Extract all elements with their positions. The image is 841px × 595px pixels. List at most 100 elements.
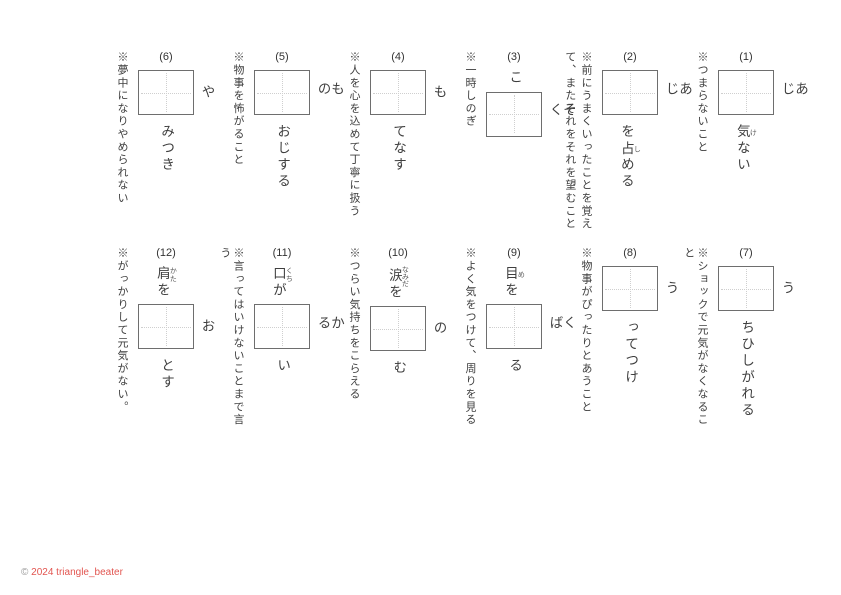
- answer-box-wrap: う: [718, 266, 795, 311]
- question-main-column: (7) う ちひしがれる: [708, 246, 795, 436]
- question-item: (8) う ってつけ ※物事がぴったりとあうこと: [556, 240, 679, 436]
- question-post-text: ちひしがれる: [739, 320, 755, 419]
- question-main-column: (12) 肩かたを お とす: [128, 246, 215, 436]
- answer-furigana: も: [431, 84, 447, 101]
- answer-box[interactable]: [254, 304, 310, 349]
- question-number: (4): [391, 51, 405, 63]
- question-post-text: ってつけ: [623, 320, 639, 386]
- question-hints: ※言ってはいけないことまで言う: [215, 247, 244, 436]
- worksheet-row-1: (1) あじ 気けない ※つまらないこと (2) あじ を占しめる ※前にうまく…: [92, 44, 808, 240]
- answer-box-wrap: あじ: [602, 70, 692, 115]
- question-hints: ※一時しのぎ: [460, 51, 476, 240]
- question-hint: ※人を心を込めて丁寧に扱う: [348, 51, 360, 218]
- question-post-text: む: [391, 360, 407, 377]
- question-pre-text: 涙なみだを: [386, 266, 410, 302]
- question-item: (5) もの おじする ※物事を怖がること: [208, 44, 344, 240]
- question-number: (2): [623, 51, 637, 63]
- answer-box-wrap: う: [602, 266, 679, 311]
- question-post-text: とす: [159, 358, 175, 391]
- answer-furigana: う: [663, 280, 679, 297]
- question-hints: ※がっかりして元気がない。: [112, 247, 128, 436]
- question-hint: ※物事を怖がること: [232, 51, 244, 167]
- answer-furigana: あじ: [779, 81, 809, 98]
- question-number: (8): [623, 247, 637, 259]
- question-hints: ※よく気をつけて、周りを見る: [460, 247, 476, 436]
- copyright-text: 2024 triangle_beater: [31, 567, 123, 578]
- question-hints: ※物事がぴったりとあうこと: [576, 247, 592, 436]
- answer-furigana: あじ: [663, 81, 693, 98]
- question-main-column: (1) あじ 気けない: [708, 50, 808, 240]
- question-hint: ※一時しのぎ: [464, 51, 476, 128]
- question-pre-text: こ: [507, 70, 523, 87]
- question-pre-text: 口くちが: [270, 266, 294, 299]
- question-number: (7): [739, 247, 753, 259]
- question-hint: ※ショックで元気がなくなること: [682, 247, 708, 427]
- question-post-text: みつき: [159, 124, 175, 174]
- question-post-text: 気けない: [734, 124, 758, 174]
- question-item: (1) あじ 気けない ※つまらないこと: [672, 44, 808, 240]
- question-item: (4) も てなす ※人を心を込めて丁寧に扱う: [324, 44, 447, 240]
- answer-box[interactable]: [370, 306, 426, 352]
- question-post-text: を占しめる: [618, 124, 642, 190]
- question-hint: ※夢中になりやめられない: [116, 51, 128, 205]
- question-pre-text: 肩かたを: [154, 266, 178, 299]
- question-hints: ※夢中になりやめられない: [112, 51, 128, 240]
- question-main-column: (6) や みつき: [128, 50, 215, 240]
- worksheet: (1) あじ 気けない ※つまらないこと (2) あじ を占しめる ※前にうまく…: [92, 44, 808, 436]
- copyright-symbol: ©: [21, 567, 29, 578]
- question-pre-text: 目めを: [502, 266, 526, 299]
- answer-box[interactable]: [254, 70, 310, 115]
- answer-box[interactable]: [602, 70, 658, 115]
- question-item: (11) 口くちが かる い ※言ってはいけないことまで言う: [208, 240, 344, 436]
- answer-furigana: う: [779, 280, 795, 297]
- question-hint: ※がっかりして元気がない。: [116, 247, 128, 414]
- question-hint: ※前にうまくいったことを覚え: [580, 51, 592, 231]
- answer-furigana: の: [431, 320, 447, 338]
- question-hints: ※人を心を込めて丁寧に扱う: [344, 51, 360, 240]
- question-hint: ※つまらないこと: [696, 51, 708, 154]
- question-main-column: (4) も てなす: [360, 50, 447, 240]
- question-number: (11): [272, 247, 292, 259]
- question-hints: ※つらい気持ちをこらえる: [344, 247, 360, 436]
- question-number: (12): [156, 247, 176, 259]
- question-hint: ※つらい気持ちをこらえる: [348, 247, 360, 401]
- question-hint: ※物事がぴったりとあうこと: [580, 247, 592, 414]
- question-main-column: (11) 口くちが かる い: [244, 246, 344, 436]
- question-main-column: (9) 目めを くば る: [476, 246, 576, 436]
- answer-box[interactable]: [138, 304, 194, 349]
- answer-box-wrap: かる: [254, 304, 344, 349]
- answer-box[interactable]: [370, 70, 426, 115]
- answer-box-wrap: あじ: [718, 70, 808, 115]
- answer-box-wrap: くば: [486, 304, 576, 349]
- question-hint: ※よく気をつけて、周りを見る: [464, 247, 476, 427]
- question-item: (7) う ちひしがれる ※ショックで元気がなくなること: [672, 240, 795, 436]
- answer-box[interactable]: [486, 304, 542, 349]
- question-post-text: おじする: [275, 124, 291, 190]
- question-post-text: い: [275, 358, 291, 375]
- question-hint: ※言ってはいけないことまで言う: [218, 247, 244, 427]
- question-item: (9) 目めを くば る ※よく気をつけて、周りを見る: [440, 240, 576, 436]
- question-main-column: (8) う ってつけ: [592, 246, 679, 436]
- answer-box[interactable]: [602, 266, 658, 311]
- answer-box[interactable]: [718, 70, 774, 115]
- answer-box-wrap: もの: [254, 70, 344, 115]
- answer-box[interactable]: [486, 91, 542, 137]
- answer-box[interactable]: [718, 266, 774, 311]
- question-main-column: (5) もの おじする: [244, 50, 344, 240]
- question-item: (2) あじ を占しめる ※前にうまくいったことを覚えて、またそれをそれを望むこ…: [556, 44, 692, 240]
- answer-furigana: かる: [315, 315, 345, 332]
- answer-furigana: や: [199, 84, 215, 101]
- answer-furigana: お: [199, 318, 215, 335]
- copyright-notice: © 2024 triangle_beater: [21, 567, 123, 578]
- answer-box[interactable]: [138, 70, 194, 115]
- question-hint: て、またそれをそれを望むこと: [563, 51, 576, 231]
- question-hints: ※前にうまくいったことを覚えて、またそれをそれを望むこと: [560, 51, 592, 240]
- answer-box-wrap: も: [370, 70, 447, 115]
- question-hints: ※物事を怖がること: [228, 51, 244, 240]
- question-hints: ※ショックで元気がなくなること: [679, 247, 708, 436]
- answer-furigana: くば: [547, 315, 577, 332]
- question-main-column: (3) こ そく: [476, 50, 576, 240]
- question-post-text: る: [507, 358, 523, 375]
- question-number: (1): [739, 51, 753, 63]
